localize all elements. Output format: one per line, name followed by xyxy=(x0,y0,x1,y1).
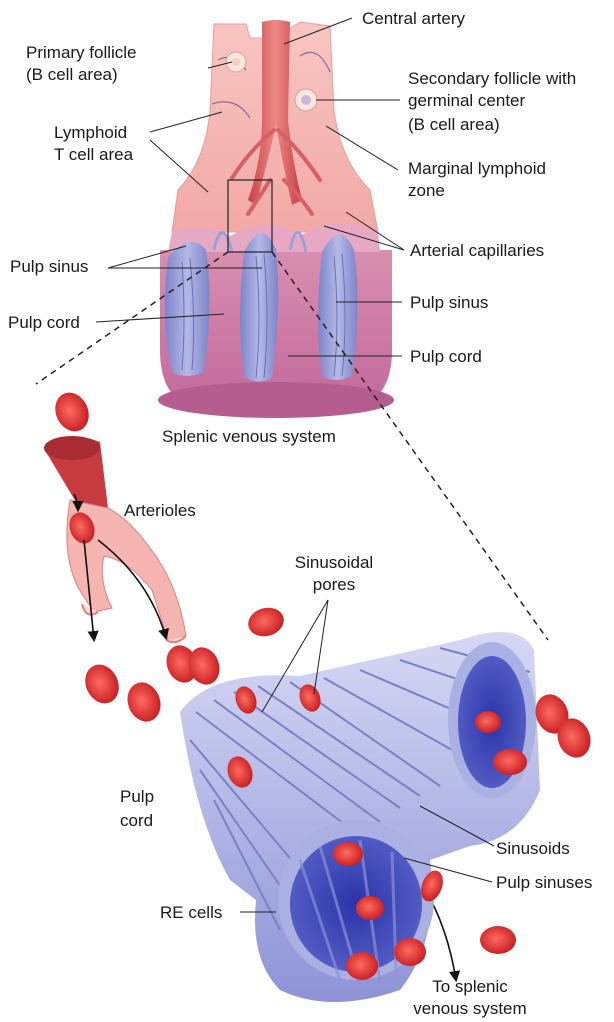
label-sinusoids: Sinusoids xyxy=(496,838,570,860)
label-primary-follicle-line2: (B cell area) xyxy=(26,64,118,86)
label-arterial-capillaries: Arterial capillaries xyxy=(410,240,544,262)
label-pulp-sinuses: Pulp sinuses xyxy=(496,872,592,894)
label-to-splenic-line2: venous system xyxy=(400,998,540,1020)
label-pulp-cord-bottom-line1: Pulp xyxy=(120,786,154,808)
label-re-cells: RE cells xyxy=(160,902,222,924)
label-lymphoid-line1: Lymphoid xyxy=(54,122,127,144)
label-pulp-sinus-left: Pulp sinus xyxy=(10,256,88,278)
label-secondary-follicle-line3: (B cell area) xyxy=(408,114,500,136)
label-pulp-sinus-right: Pulp sinus xyxy=(410,292,488,314)
label-pulp-cord-bottom-line2: cord xyxy=(120,810,153,832)
arteriole xyxy=(44,436,186,642)
label-central-artery: Central artery xyxy=(362,8,465,30)
label-arterioles: Arterioles xyxy=(124,500,196,522)
label-to-splenic-line1: To splenic xyxy=(410,976,530,998)
label-pulp-cord-left: Pulp cord xyxy=(8,312,80,334)
label-sinusoidal-pores-line1: Sinusoidal xyxy=(290,552,378,574)
label-lymphoid-line2: T cell area xyxy=(54,144,133,166)
label-primary-follicle-line1: Primary follicle xyxy=(26,42,137,64)
label-splenic-venous-system: Splenic venous system xyxy=(162,426,336,448)
label-pulp-cord-right: Pulp cord xyxy=(410,346,482,368)
label-sinusoidal-pores-line2: pores xyxy=(290,574,378,596)
label-secondary-follicle-line2: germinal center xyxy=(408,90,525,112)
label-marginal-zone-line1: Marginal lymphoid xyxy=(408,158,546,180)
label-marginal-zone-line2: zone xyxy=(408,180,445,202)
spleen-upper-structure xyxy=(158,20,394,418)
label-secondary-follicle-line1: Secondary follicle with xyxy=(408,68,576,90)
